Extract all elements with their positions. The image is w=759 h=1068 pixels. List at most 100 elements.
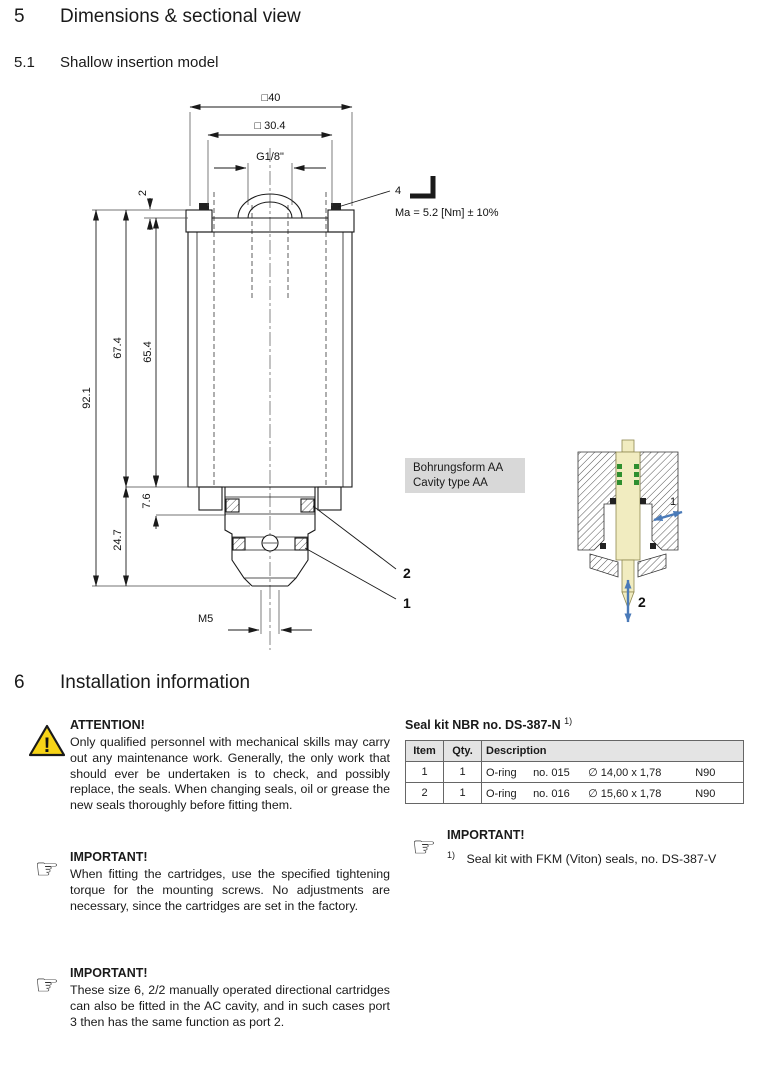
cell-description: O-ring no. 015 ∅ 14,00 x 1,78 N90 [481,761,744,783]
attention-notice: ! ATTENTION! Only qualified personnel wi… [28,718,390,814]
dimension-width-outer: □40 [189,92,353,206]
cavity-label-de: Bohrungsform AA [413,462,504,474]
torque-note-label: Ma = 5.2 [Nm] ± 10% [395,207,499,219]
seal-kit-title: Seal kit NBR no. DS-387-N 1) [405,716,572,732]
spring-coils [617,464,639,485]
dimension-flange-step: 2 [137,190,188,230]
dim-width-outer-label: □40 [262,92,281,104]
dim-neck-height-label: 7.6 [141,493,153,508]
o-ring-1-section [294,537,308,551]
important-3-title: IMPORTANT! [447,828,525,842]
dimension-neck-height: 7.6 [141,473,226,529]
oring-size: ∅ 14,00 x 1,78 [588,766,662,779]
col-header-item: Item [405,740,444,762]
cavity-type-label: Bohrungsform AA Cavity type AA [405,458,525,493]
oring-type: O-ring [486,766,517,779]
important-notice-2: ☞ IMPORTANT! These size 6, 2/2 manually … [28,966,390,1030]
section-5-title: Dimensions & sectional view [60,6,301,27]
oring-number: no. 015 [533,766,570,779]
valve-body-outline [185,192,355,511]
callout-item-2: 2 [312,505,411,581]
important-notice-3: ☞ IMPORTANT! 1) Seal kit with FKM (Viton… [405,828,750,866]
seal-kit-footnote-marker: 1) [564,716,573,726]
section-6-heading: 6 Installation information [14,672,250,694]
cavity-flow-arrow-1: 1 [653,496,683,522]
seal-kit-row: 1 1 O-ring no. 015 ∅ 14,00 x 1,78 N90 [405,761,744,783]
dim-cartridge-height-label: 24.7 [112,529,124,550]
footnote-text: Seal kit with FKM (Viton) seals, no. DS-… [466,852,717,867]
dimension-drawing: □40 □ 30.4 G1/8" 2 92 [81,92,683,650]
dimension-thread-bottom: M5 [198,590,312,634]
seal-kit-header-row: Item Qty. Description [405,740,744,762]
cell-item: 1 [405,761,444,783]
dimension-body-height-outer: 67.4 [112,209,198,488]
cavity-section-diagram: 1 2 [577,439,683,623]
o-ring-2-section [300,498,315,513]
footnote-marker: 1) [447,850,456,860]
section-6-number: 6 [14,672,25,693]
attention-title: ATTENTION! [70,718,145,732]
oring-material: N90 [695,787,716,800]
oring-material: N90 [695,766,716,779]
section-6-title: Installation information [60,672,251,693]
mounting-screw-head-left [199,203,209,210]
svg-text:!: ! [44,734,51,757]
seal-cross-sections [600,498,656,549]
important-1-title: IMPORTANT! [70,850,148,864]
cartridge-outline [224,487,316,587]
callout-item-1: 1 [304,547,411,611]
dimension-body-height-inner: 65.4 [142,217,159,488]
cavity-flow-arrow-2: 2 [624,579,646,623]
oring-size: ∅ 15,60 x 1,78 [588,787,662,800]
cavity-arrow-2-label: 2 [638,594,646,610]
section-5-1-title: Shallow insertion model [60,54,219,71]
dimension-width-inner: □ 30.4 [207,120,333,206]
cavity-label-en: Cavity type AA [413,476,488,489]
attention-text: Only qualified personnel with mechanical… [70,735,390,813]
pointing-hand-icon: ☞ [34,854,60,884]
dimension-thread-top: G1/8" [214,151,326,205]
oring-number: no. 016 [533,787,570,800]
important-notice-1: ☞ IMPORTANT! When fitting the cartridges… [28,850,390,914]
dimension-total-height: 92.1 [81,209,250,587]
cartridge-cross-section [615,439,641,610]
dim-body-height-outer-label: 67.4 [112,337,124,358]
seal-kit-table: Item Qty. Description 1 1 O-ring no. 015… [405,740,744,804]
dimension-cartridge-height: 24.7 [112,486,129,587]
o-ring-1-section [232,537,246,551]
callout-item-1-label: 1 [403,595,411,611]
oring-type: O-ring [486,787,517,800]
col-header-qty: Qty. [443,740,482,762]
pointing-hand-icon: ☞ [34,970,60,1000]
section-5-heading: 5 Dimensions & sectional view [14,6,301,28]
section-5-1-heading: 5.1 Shallow insertion model [14,54,218,71]
seal-kit-title-text: Seal kit NBR no. DS-387-N [405,718,561,733]
hex-key-size-label: 4 [395,185,401,197]
warning-triangle-icon: ! [28,724,66,762]
dim-flange-step-label: 2 [137,190,149,196]
cell-qty: 1 [443,782,482,804]
hex-key-icon [410,176,436,199]
seal-kit-row: 2 1 O-ring no. 016 ∅ 15,60 x 1,78 N90 [405,782,744,804]
mounting-screw-head-right [331,203,341,210]
col-header-description: Description [481,740,744,762]
cavity-arrow-1-label: 1 [670,496,676,508]
dim-thread-bottom-label: M5 [198,613,213,625]
dim-thread-top-label: G1/8" [256,151,284,163]
pointing-hand-icon: ☞ [411,832,437,862]
cell-qty: 1 [443,761,482,783]
cell-description: O-ring no. 016 ∅ 15,60 x 1,78 N90 [481,782,744,804]
dim-body-height-inner-label: 65.4 [142,341,154,362]
important-2-text: These size 6, 2/2 manually operated dire… [70,983,390,1029]
dim-total-height-label: 92.1 [81,387,93,408]
dim-width-inner-label: □ 30.4 [254,120,285,132]
section-5-number: 5 [14,6,25,27]
important-1-text: When fitting the cartridges, use the spe… [70,867,390,913]
o-ring-2-section [225,498,240,513]
cell-item: 2 [405,782,444,804]
callout-item-2-label: 2 [403,565,411,581]
section-5-1-number: 5.1 [14,54,35,71]
important-2-title: IMPORTANT! [70,966,148,980]
seal-kit-footnote: 1) Seal kit with FKM (Viton) seals, no. … [447,850,750,866]
